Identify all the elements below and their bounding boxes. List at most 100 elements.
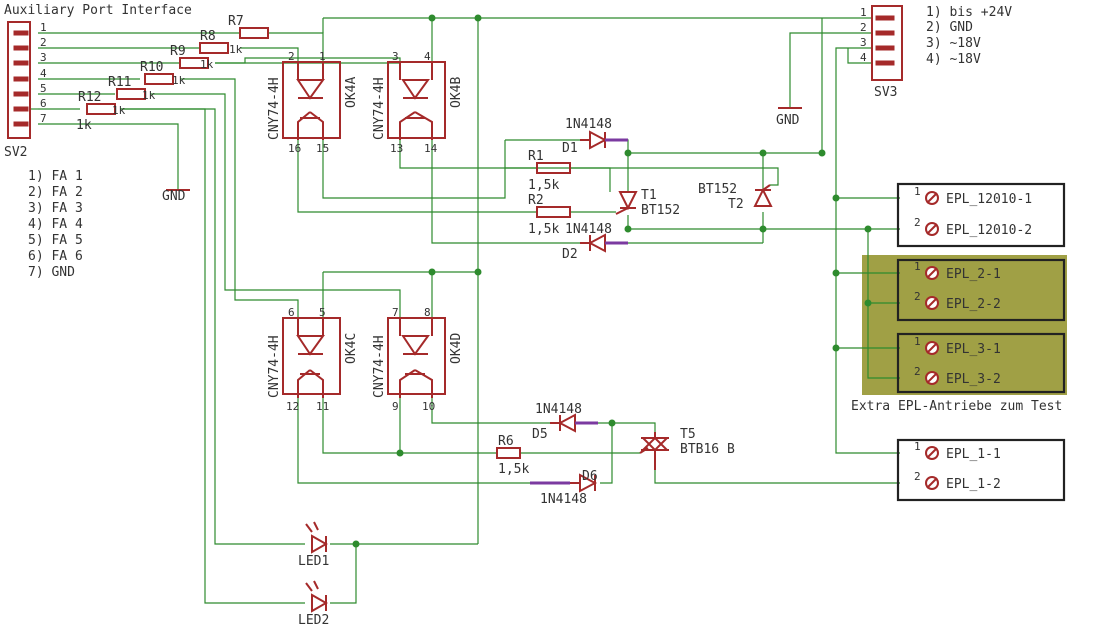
led-2: LED2 [298, 580, 329, 628]
epl2-pin-1: 1 [914, 260, 921, 273]
gnd-symbol-right: GND [776, 107, 802, 128]
sv2-legend-6: 6) FA 6 [28, 249, 83, 264]
r10-value: 1k [172, 74, 186, 87]
ok4d-pin-7: 7 [392, 306, 399, 319]
terminal-epl-3: 1 EPL_3-1 2 EPL_3-2 [896, 332, 1066, 394]
ok4c-pin-11: 11 [316, 400, 329, 413]
ok4b-pin-13: 13 [390, 142, 403, 155]
gnd-label-right: GND [776, 113, 800, 128]
ok4c-name: OK4C [344, 333, 359, 364]
epl2-2-label: EPL_2-2 [946, 297, 1001, 312]
ok4b-pin-4: 4 [424, 50, 431, 63]
epl1-1-label: EPL_1-1 [946, 447, 1001, 462]
d6-name: D6 [582, 469, 598, 484]
r2-name: R2 [528, 193, 544, 208]
epl12010-2-label: EPL_12010-2 [946, 223, 1032, 238]
t1-name: T1 [641, 188, 657, 203]
optocoupler-ok4c: 6 5 12 11 CNY74-4H OK4C [267, 306, 359, 413]
ok4a-name: OK4A [344, 77, 359, 108]
diode-d5: 1N4148 D5 [532, 402, 598, 442]
resistors-input: R7 R8 1k R9 1k R10 1k R11 1k R12 1k 1k [76, 14, 269, 133]
extra-drives-label: Extra EPL-Antriebe zum Test [851, 399, 1062, 414]
epl3-1-label: EPL_3-1 [946, 342, 1001, 357]
r7-name: R7 [228, 14, 244, 29]
ok4a-pin-2: 2 [288, 50, 295, 63]
r2-value: 1,5k [528, 222, 559, 237]
ok4d-pin-8: 8 [424, 306, 431, 319]
sv2-pin-3: 3 [40, 51, 47, 64]
t2-name: T2 [728, 197, 744, 212]
ok4d-type: CNY74-4H [372, 335, 387, 398]
r12-value: 1k [112, 104, 126, 117]
sv3-pin-2: 2 [860, 21, 867, 34]
r11-name: R11 [108, 75, 131, 90]
d5-type: 1N4148 [535, 402, 582, 417]
led-1: LED1 [298, 521, 329, 569]
d6-type: 1N4148 [540, 492, 587, 507]
d2-type: 1N4148 [565, 222, 612, 237]
ok4d-pin-10: 10 [422, 400, 435, 413]
thyristor-t1: T1 BT152 [615, 188, 680, 218]
optocoupler-ok4b: 3 4 13 14 CNY74-4H OK4B [372, 50, 464, 155]
epl1-pin-1: 1 [914, 440, 921, 453]
ok4b-name: OK4B [449, 77, 464, 108]
ok4d-name: OK4D [449, 333, 464, 364]
terminal-epl-1: 1 EPL_1-1 2 EPL_1-2 [896, 438, 1066, 502]
r-bottom-value: 1k [76, 118, 92, 133]
sv2-title: Auxiliary Port Interface [4, 3, 192, 18]
terminal-epl-12010: 1 EPL_12010-1 2 EPL_12010-2 [896, 182, 1066, 248]
terminal-epl-2: 1 EPL_2-1 2 EPL_2-2 [896, 258, 1066, 322]
wires [30, 17, 900, 604]
epl1-pin-2: 2 [914, 470, 921, 483]
triac-t5: T5 BTB16 B [639, 427, 735, 470]
r11-value: 1k [142, 89, 156, 102]
sv3-legend: 1) bis +24V 2) GND 3) ~18V 4) ~18V [926, 5, 1012, 67]
d5-name: D5 [532, 427, 548, 442]
thyristor-t2: BT152 T2 [698, 182, 773, 212]
ok4a-type: CNY74-4H [267, 77, 282, 140]
r12-name: R12 [78, 90, 101, 105]
resistor-r2: R2 1,5k [528, 193, 571, 237]
sv3-pin-3: 3 [860, 36, 867, 49]
sv2-legend: 1) FA 1 2) FA 2 3) FA 3 4) FA 4 5) FA 5 … [28, 169, 83, 280]
sv2-pin-2: 2 [40, 36, 47, 49]
gnd-label-left: GND [162, 189, 186, 204]
t5-name: T5 [680, 427, 696, 442]
t1-type: BT152 [641, 203, 680, 218]
sv2-pin-6: 6 [40, 97, 47, 110]
junctions [352, 14, 872, 548]
r6-name: R6 [498, 434, 514, 449]
sv2-name: SV2 [4, 145, 27, 160]
ok4c-type: CNY74-4H [267, 335, 282, 398]
sv2-legend-5: 5) FA 5 [28, 233, 83, 248]
sv2-pin-1: 1 [40, 21, 47, 34]
optocoupler-ok4a: 2 1 16 15 CNY74-4H OK4A [267, 50, 359, 155]
gnd-symbol-left: GND [162, 189, 190, 204]
r1-value: 1,5k [528, 178, 559, 193]
ok4a-pin-15: 15 [316, 142, 329, 155]
epl2-1-label: EPL_2-1 [946, 267, 1001, 282]
sv3-connector: 1 2 3 4 SV3 [860, 5, 903, 100]
ok4b-pin-14: 14 [424, 142, 438, 155]
epl1-2-label: EPL_1-2 [946, 477, 1001, 492]
sv2-legend-2: 2) FA 2 [28, 185, 83, 200]
sv3-legend-4: 4) ~18V [926, 52, 981, 67]
led2-name: LED2 [298, 613, 329, 628]
ok4c-pin-12: 12 [286, 400, 299, 413]
epl12010-1-label: EPL_12010-1 [946, 192, 1032, 207]
ok4a-pin-1: 1 [319, 50, 326, 63]
optocoupler-ok4d: 7 8 9 10 CNY74-4H OK4D [372, 306, 464, 413]
sv2-legend-4: 4) FA 4 [28, 217, 83, 232]
r9-name: R9 [170, 44, 186, 59]
diode-d1: 1N4148 D1 [562, 117, 628, 156]
sv3-legend-3: 3) ~18V [926, 36, 981, 51]
sv3-legend-2: 2) GND [926, 20, 973, 35]
epl12010-pin-1: 1 [914, 185, 921, 198]
ok4a-pin-16: 16 [288, 142, 301, 155]
sv3-legend-1: 1) bis +24V [926, 5, 1012, 20]
d1-type: 1N4148 [565, 117, 612, 132]
sv3-name: SV3 [874, 85, 897, 100]
sv2-connector: Auxiliary Port Interface 1 2 3 4 5 6 7 S… [4, 3, 192, 160]
r9-value: 1k [200, 58, 214, 71]
